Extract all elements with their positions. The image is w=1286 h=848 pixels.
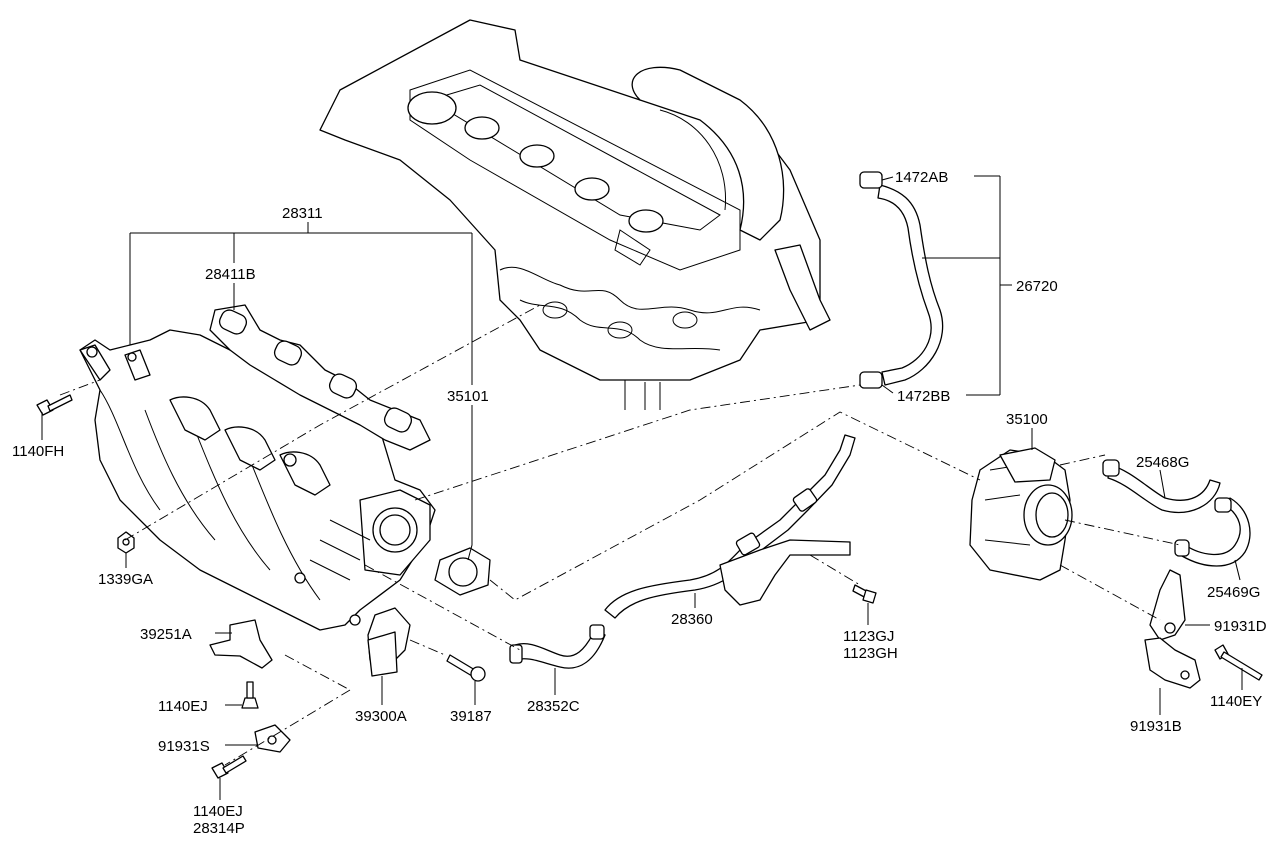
label-35100: 35100 — [1006, 411, 1048, 428]
bolt-1140EY — [1214, 644, 1263, 681]
label-26720: 26720 — [1016, 278, 1058, 295]
throttle-body-35100 — [969, 447, 1073, 581]
pcv-hose-28352C — [509, 624, 606, 669]
bolt-1123GJ — [852, 584, 877, 604]
pipe-28360 — [604, 434, 856, 619]
label-91931D: 91931D — [1214, 618, 1267, 635]
map-sensor-39300A — [367, 607, 411, 677]
label-39187: 39187 — [450, 708, 492, 725]
screw-39187 — [446, 654, 486, 682]
label-1140FH: 1140FH — [12, 443, 64, 460]
bracket-91931D — [1149, 569, 1186, 641]
hose-25469G — [1174, 497, 1251, 567]
label-1123GH: 1123GH — [843, 645, 898, 662]
bolt-1140EJ-lower — [211, 755, 247, 779]
throttle-body-gasket — [434, 547, 491, 596]
assembly-center-lines — [59, 304, 1181, 766]
part-number-labels: 28311 28411B 1140FH 1339GA 39251A 1140EJ… — [12, 169, 1267, 837]
bracket-91931S — [254, 724, 291, 753]
label-1140EY: 1140EY — [1210, 693, 1262, 710]
label-1140EJ-lower: 1140EJ — [193, 803, 243, 820]
label-1472BB: 1472BB — [897, 388, 950, 405]
label-28314P: 28314P — [193, 820, 245, 837]
label-91931B: 91931B — [1130, 718, 1182, 735]
hose-25468G — [1102, 459, 1221, 514]
bolt-1140EJ-upper — [241, 681, 259, 709]
label-91931S: 91931S — [158, 738, 210, 755]
label-1472AB: 1472AB — [895, 169, 948, 186]
label-1339GA: 1339GA — [98, 571, 153, 588]
label-1140EJ: 1140EJ — [158, 698, 208, 715]
engine-head-illustration — [319, 19, 831, 410]
label-39300A: 39300A — [355, 708, 407, 725]
label-28311: 28311 — [282, 205, 323, 222]
label-35101: 35101 — [447, 388, 489, 405]
water-hose-26720 — [859, 171, 944, 389]
label-39251A: 39251A — [140, 626, 192, 643]
bolt-1140FH — [36, 394, 73, 416]
manifold-gasket — [209, 304, 431, 451]
label-28352C: 28352C — [527, 698, 580, 715]
label-1123GJ: 1123GJ — [843, 628, 894, 645]
label-28360: 28360 — [671, 611, 713, 628]
label-25469G: 25469G — [1207, 584, 1260, 601]
label-28411B: 28411B — [205, 266, 256, 283]
callout-leader-lines — [41, 175, 1243, 800]
bracket-39251A — [209, 619, 273, 669]
bracket-91931B — [1144, 637, 1201, 689]
label-25468G: 25468G — [1136, 454, 1189, 471]
nut-1339GA — [117, 531, 135, 554]
